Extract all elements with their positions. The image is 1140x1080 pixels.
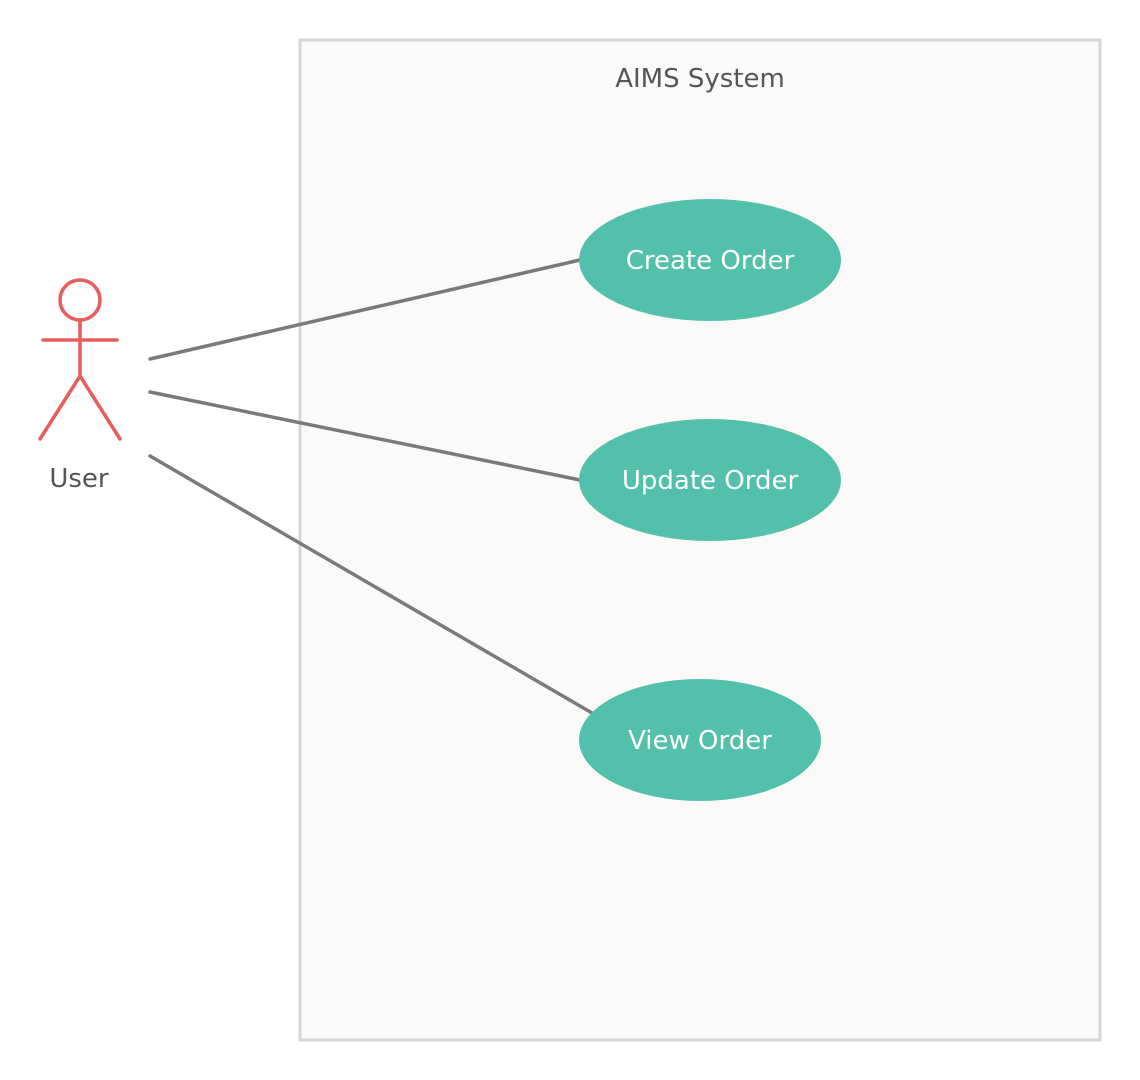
use-case-view-order: View Order: [579, 679, 821, 801]
associations: [148, 258, 594, 715]
use-case-update-order-shape: [579, 419, 841, 541]
use-case-create-order-label: Create Order: [626, 246, 795, 276]
association-line-create-order: [148, 258, 582, 361]
actor-head: [58, 278, 102, 322]
use-case-update-order-label: Update Order: [622, 466, 799, 496]
use-case-create-order-shape: [579, 199, 841, 321]
use-case-view-order-label: View Order: [628, 726, 772, 756]
actor-right-leg: [78, 374, 122, 441]
actor-label: User: [49, 464, 109, 494]
use-case-create-order: Create Order: [579, 199, 841, 321]
system-title: AIMS System: [615, 64, 785, 94]
association-line-view-order: [148, 454, 594, 715]
use-case-update-order: Update Order: [579, 419, 841, 541]
association-line-update-order: [148, 390, 582, 482]
actor-stick-figure-icon: [38, 278, 122, 441]
actor-user: User: [38, 278, 122, 494]
use-case-view-order-shape: [579, 679, 821, 801]
actor-left-leg: [38, 374, 82, 441]
